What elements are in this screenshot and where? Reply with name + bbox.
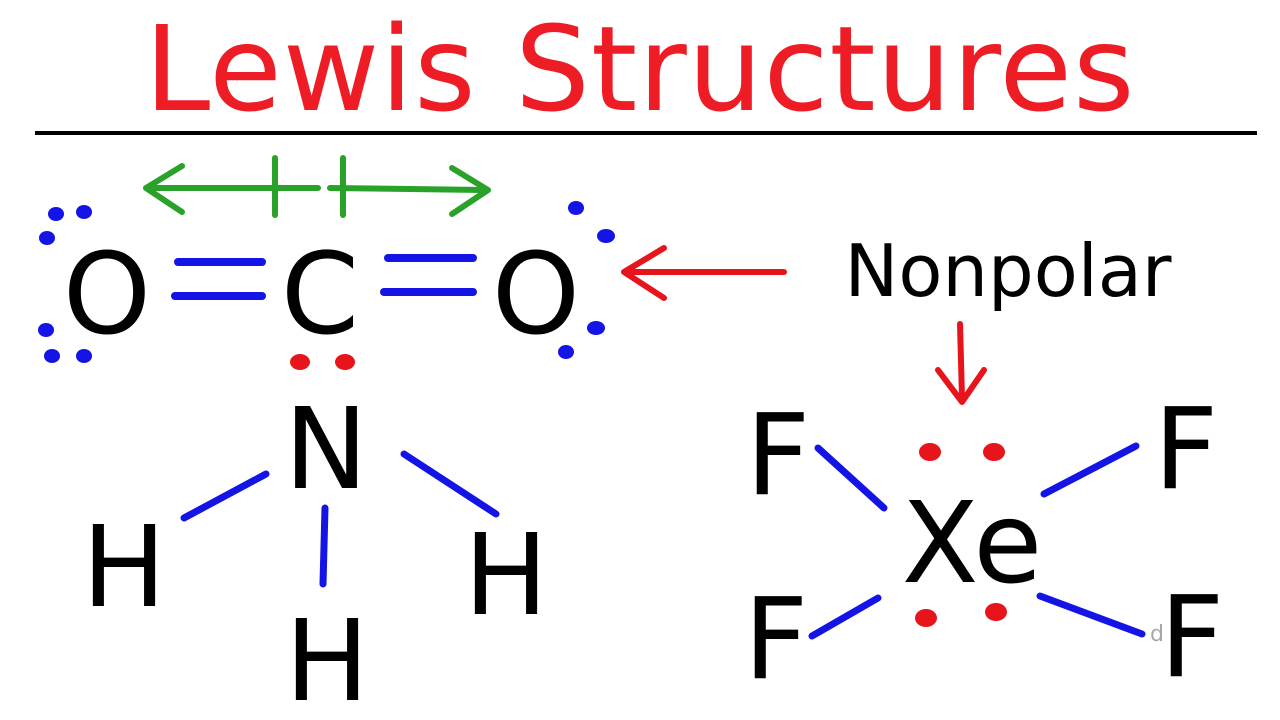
lone-pairs-oxygen-left — [38, 205, 92, 363]
dipole-arrow-left — [143, 155, 321, 218]
atom-hydrogen-bottom: H — [285, 597, 369, 720]
double-bond-left — [171, 258, 266, 300]
atom-hydrogen-right: H — [464, 511, 548, 641]
pointer-arrow-xef4 — [935, 321, 987, 405]
bond-n-h-right — [400, 450, 500, 518]
atom-fluorine-top-right: F — [1154, 385, 1218, 515]
bond-xe-f-bottom-right — [1036, 592, 1146, 638]
atom-fluorine-bottom-right: F — [1160, 573, 1224, 703]
page-title: Lewis Structures — [144, 0, 1136, 138]
xef4-molecule: Xe F F F F — [744, 385, 1224, 705]
atom-xenon: Xe — [902, 479, 1043, 609]
atom-fluorine-bottom-left: F — [744, 575, 808, 705]
watermark: d — [1150, 622, 1164, 647]
lone-pair-xenon-bottom — [915, 603, 1007, 627]
bond-xe-f-top-left — [814, 444, 888, 512]
lone-pairs-oxygen-right — [558, 201, 615, 359]
dipole-arrow-right — [327, 155, 491, 218]
lone-pair-xenon-top — [919, 443, 1005, 461]
bond-xe-f-bottom-left — [808, 594, 882, 640]
dipole-arrows — [143, 155, 491, 218]
pointer-arrow-co2 — [621, 245, 787, 301]
atom-fluorine-top-left: F — [746, 391, 810, 521]
lone-pair-nitrogen — [290, 354, 355, 370]
bond-xe-f-top-right — [1040, 442, 1140, 498]
single-bonds-xef4 — [808, 442, 1146, 640]
atom-oxygen-left: O — [63, 230, 151, 360]
nh3-molecule: N H H H — [82, 354, 548, 720]
bond-n-h-left — [180, 470, 270, 522]
nonpolar-label: Nonpolar — [844, 229, 1171, 313]
title-divider — [35, 131, 1257, 135]
bond-n-h-bottom — [319, 504, 329, 588]
atom-hydrogen-left: H — [82, 503, 166, 633]
atom-oxygen-right: O — [492, 230, 580, 360]
atom-carbon: C — [281, 230, 359, 360]
single-bonds-nh3 — [180, 450, 500, 588]
atom-nitrogen: N — [284, 385, 368, 515]
double-bond-right — [380, 254, 477, 296]
co2-molecule: O C O — [38, 155, 615, 363]
